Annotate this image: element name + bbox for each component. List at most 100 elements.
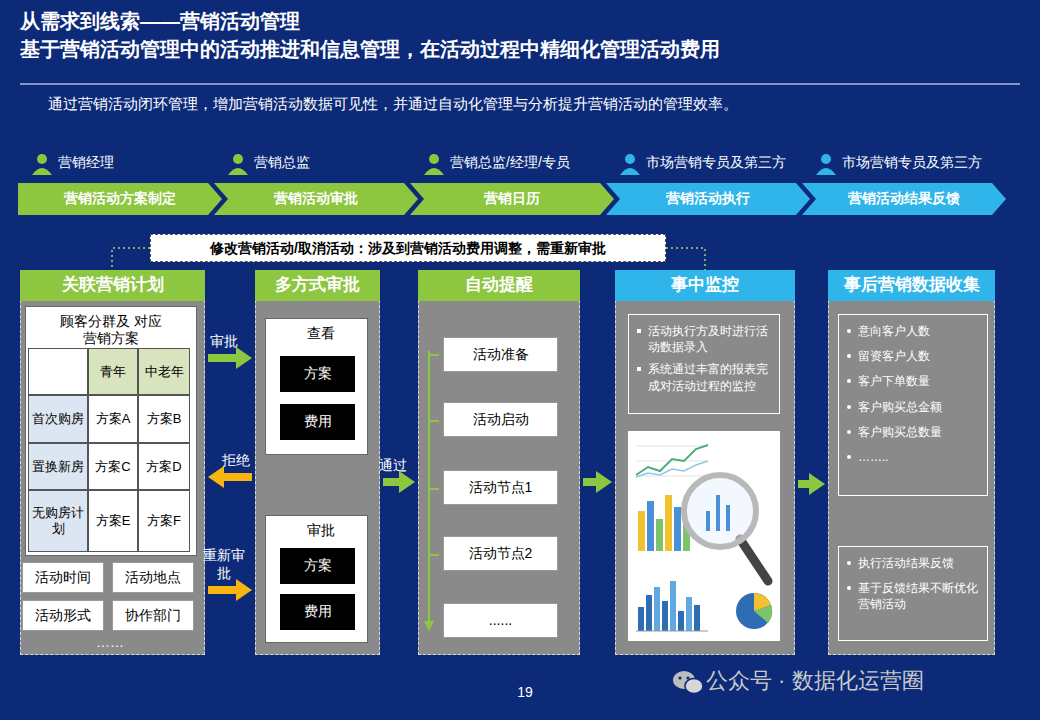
bullet-text: 基于反馈结果不断优化营销活动 [858, 580, 981, 612]
person-icon [32, 154, 52, 175]
timeline-bracket [419, 271, 459, 656]
bullet-row: 基于反馈结果不断优化营销活动 [847, 580, 981, 612]
role-label: 市场营销专员及第三方 [646, 154, 786, 172]
process-chevron: 营销经理营销活动方案制定 [18, 153, 222, 215]
step-box: 活动启动 [443, 402, 558, 437]
bullet-text: 客户购买总数量 [858, 424, 942, 440]
process-chevron: 市场营销专员及第三方营销活动结果反馈 [802, 153, 1006, 215]
table-cell: 方案C [88, 443, 138, 490]
bullet-row: 活动执行方及时进行活动数据录入 [637, 323, 773, 355]
edge-label: 通过 [373, 457, 413, 475]
step-box: 活动准备 [443, 337, 558, 372]
role-label: 营销总监/经理/专员 [450, 154, 570, 172]
chevron-fill [18, 183, 222, 215]
bullet-dot [847, 354, 851, 358]
watermark: 公众号 · 数据化运营圈 [706, 666, 924, 696]
person-icon [620, 154, 640, 175]
bullet-dot [847, 561, 851, 565]
table-cell: 首次购房 [28, 395, 88, 443]
panel-header: 关联营销计划 [20, 270, 205, 301]
box-label: 活动形式 [35, 607, 91, 624]
table-cell [28, 348, 88, 395]
bullet-row: 客户购买总数量 [847, 424, 981, 440]
step-label: 营销日历 [424, 183, 600, 215]
bullet-dot [637, 329, 641, 333]
item-box: 费用 [280, 404, 355, 440]
bullet-dot [637, 367, 641, 371]
bullet-dot [847, 379, 851, 383]
box-label: 活动准备 [473, 346, 529, 363]
bullet-row: 客户购买总金额 [847, 399, 981, 415]
box-label: 活动地点 [125, 569, 181, 586]
chevron-fill [214, 183, 418, 215]
group-box: 审批方案费用 [265, 515, 368, 643]
chevron-fill [606, 183, 810, 215]
edge-label: 重新审批 [198, 547, 250, 582]
bullet-row: 客户下单数量 [847, 373, 981, 389]
step-box: ...... [443, 603, 558, 638]
flow-arrow [220, 473, 252, 481]
box-label: ...... [489, 612, 512, 629]
step-box: 活动节点1 [443, 470, 558, 505]
box-label: 活动节点1 [469, 479, 533, 496]
person-icon [816, 154, 836, 175]
process-chevron: 营销总监营销活动审批 [214, 153, 418, 215]
box-label: 费用 [304, 603, 332, 621]
step-label: 营销活动审批 [228, 183, 404, 215]
bullet-row: 执行活动结果反馈 [847, 555, 981, 571]
bullet-text: 意向客户人数 [858, 323, 930, 339]
stage-panel: 事后营销数据收集意向客户人数留资客户人数客户下单数量客户购买总金额客户购买总数量… [828, 270, 995, 655]
table-cell: 无购房计划 [28, 490, 88, 552]
chevron-fill [802, 183, 1006, 215]
panel-header: 事后营销数据收集 [828, 270, 995, 301]
box-label: 查看 [266, 319, 376, 342]
box-label: 活动启动 [473, 411, 529, 428]
stage-panel: 自动提醒活动准备活动启动活动节点1 活动节点2...... [418, 270, 580, 655]
group-box: 查看方案费用 [265, 318, 368, 455]
stage-panel: 事中监控活动执行方及时进行活动数据录入系统通过丰富的报表完成对活动过程的监控 [615, 270, 795, 655]
step-box: 活动形式 [22, 600, 104, 631]
box-label: 顾客分群及 对应营销方案 [56, 307, 166, 347]
bullet-text: 留资客户人数 [858, 348, 930, 364]
bullet-box: 执行活动结果反馈基于反馈结果不断优化营销活动 [838, 546, 988, 641]
title-text: 从需求到线索——营销活动管理 [20, 8, 300, 35]
flow-arrow [383, 478, 403, 486]
table-cell: 方案F [138, 490, 190, 552]
table-cell: 置换新房 [28, 443, 88, 490]
edge-label: 拒绝 [210, 452, 262, 470]
bullet-dot [847, 405, 851, 409]
bullet-text: 客户购买总金额 [858, 399, 942, 415]
role-label: 市场营销专员及第三方 [842, 154, 982, 172]
ellipsis-text: …… [80, 634, 140, 650]
bullet-text: 活动执行方及时进行活动数据录入 [648, 323, 773, 355]
dotted-connector [112, 248, 150, 270]
box-label: 协作部门 [125, 607, 181, 624]
wechat-icon [673, 671, 703, 694]
report-illustration [628, 431, 780, 641]
panel-header: 多方式审批 [255, 270, 380, 301]
panel-header: 自动提醒 [418, 270, 580, 301]
flow-arrow [583, 478, 600, 486]
table-cell: 方案B [138, 395, 190, 443]
box-label: 审批 [266, 516, 376, 539]
bullet-text: 执行活动结果反馈 [858, 555, 954, 571]
item-box: 方案 [280, 548, 355, 584]
step-box: 活动地点 [112, 562, 194, 593]
table-cell: 方案D [138, 443, 190, 490]
step-label: 营销活动结果反馈 [816, 183, 992, 215]
flow-arrow [208, 354, 240, 362]
title-rule [20, 84, 1020, 85]
bullet-text: 系统通过丰富的报表完成对活动过程的监控 [648, 361, 773, 393]
intro-text: 通过营销活动闭环管理，增加营销活动数据可见性，并通过自动化管理与分析提升营销活动… [48, 95, 738, 114]
table-cell: 方案E [88, 490, 138, 552]
flow-arrow [208, 586, 240, 594]
box-label: 活动节点2 [469, 545, 533, 562]
item-box: 方案 [280, 356, 355, 392]
step-box: 活动节点2 [443, 536, 558, 571]
process-chevron: 市场营销专员及第三方营销活动执行 [606, 153, 810, 215]
person-icon [424, 154, 444, 175]
subtitle-text: 基于营销活动管理中的活动推进和信息管理，在活动过程中精细化管理活动费用 [20, 36, 720, 63]
dotted-connector [666, 248, 705, 270]
bullet-dot [847, 586, 851, 590]
